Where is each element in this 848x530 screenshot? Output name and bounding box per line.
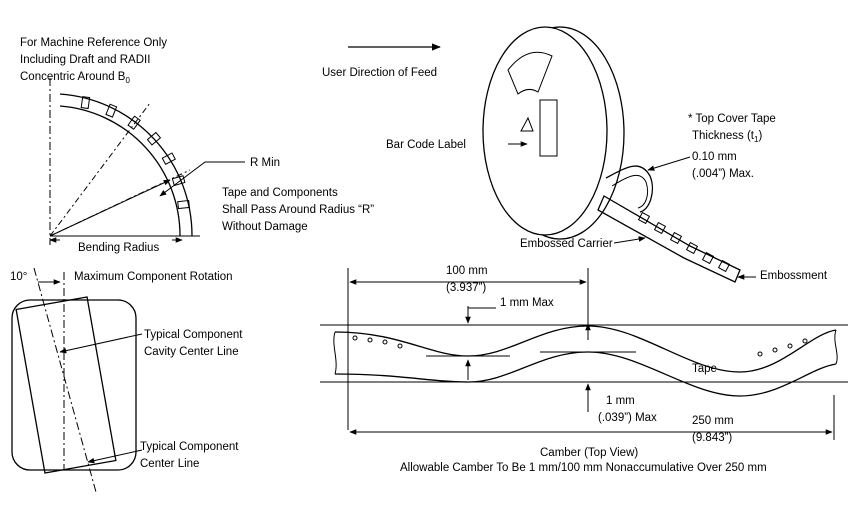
pass-note-line3: Without Damage	[222, 221, 308, 233]
radial-dashed-line-1	[49, 102, 151, 237]
dim-1in-label: (.039”) Max	[598, 412, 657, 424]
embossed-carrier-leader	[613, 236, 646, 244]
sprocket-holes	[352, 335, 808, 357]
component-center-line	[33, 267, 97, 493]
cover-note-line2: Thickness (t1)	[692, 130, 762, 144]
bending-radius-figure: For Machine Reference Only Including Dra…	[20, 37, 374, 254]
dim-1mm-label: 1 mm	[606, 395, 635, 407]
reel-front-face	[482, 26, 608, 236]
reel-figure: User Direction of Feed Bar Code Label * …	[322, 26, 828, 283]
component-rotation-figure: 10° Maximum Component Rotation Typical C…	[10, 267, 243, 493]
ref-note-line1: For Machine Reference Only	[20, 37, 167, 49]
cavity-outline	[11, 299, 137, 471]
center-label-line2: Center Line	[140, 458, 199, 470]
tape-top-edge	[334, 325, 837, 373]
cavity-label-line2: Cavity Center Line	[144, 346, 239, 358]
camber-figure: 100 mm (3.937”) 1 mm Max Tape 1 mm (	[320, 265, 848, 474]
allowable-camber-note: Allowable Camber To Be 1 mm/100 mm Nonac…	[400, 462, 767, 474]
pass-note-line1: Tape and Components	[222, 187, 338, 199]
center-leader	[87, 449, 143, 464]
feed-direction-label: User Direction of Feed	[322, 67, 437, 79]
max-1mm-label: 1 mm Max	[500, 297, 554, 309]
bending-radius-label: Bending Radius	[78, 242, 159, 254]
cover-note-line4: (.004”) Max.	[692, 168, 754, 180]
outer-arc	[59, 93, 193, 237]
reel-hub	[520, 116, 534, 132]
tape-left-end	[333, 331, 337, 375]
camber-label: Camber (Top View)	[540, 447, 638, 459]
bar-code-label-rect	[539, 99, 558, 157]
tape-bottom-edge	[334, 351, 837, 397]
tape-right-end	[834, 329, 838, 365]
tape-label: Tape	[692, 363, 717, 375]
cover-note-line1: * Top Cover Tape	[688, 113, 776, 125]
embossment-label: Embossment	[760, 270, 828, 282]
reel-window	[507, 51, 553, 95]
cover-tape-inner	[611, 174, 649, 209]
cover-tape	[605, 165, 654, 213]
cover-note-line3: 0.10 mm	[692, 151, 737, 163]
dim-250in-label: (9.843”)	[692, 432, 732, 444]
inner-arc	[59, 105, 181, 237]
component-rect	[15, 296, 117, 474]
r-min-label: R Min	[250, 157, 280, 169]
dim-100in-label: (3.937”)	[446, 282, 486, 294]
max-rotation-label: Maximum Component Rotation	[74, 271, 233, 283]
embossed-carrier-label: Embossed Carrier	[520, 238, 613, 250]
cavity-leader	[59, 333, 143, 354]
pass-note-line2: Shall Pass Around Radius “R”	[222, 204, 374, 216]
dim-250mm-label: 250 mm	[692, 415, 734, 427]
radius-arrow	[49, 179, 171, 237]
r-min-leader	[159, 161, 245, 197]
rim-notches	[80, 96, 190, 210]
carrier-pockets	[637, 211, 731, 273]
ref-note-line2: Including Draft and RADII	[20, 54, 150, 66]
cover-tape-leader	[647, 156, 691, 171]
center-label-line1: Typical Component	[140, 441, 239, 453]
cavity-label-line1: Typical Component	[144, 329, 243, 341]
dim-100mm-label: 100 mm	[446, 265, 488, 277]
ref-note-line3: Concentric Around B0	[20, 71, 130, 85]
angle-label: 10°	[10, 271, 27, 283]
carrier-tape	[597, 195, 741, 283]
bar-code-label: Bar Code Label	[386, 139, 466, 151]
